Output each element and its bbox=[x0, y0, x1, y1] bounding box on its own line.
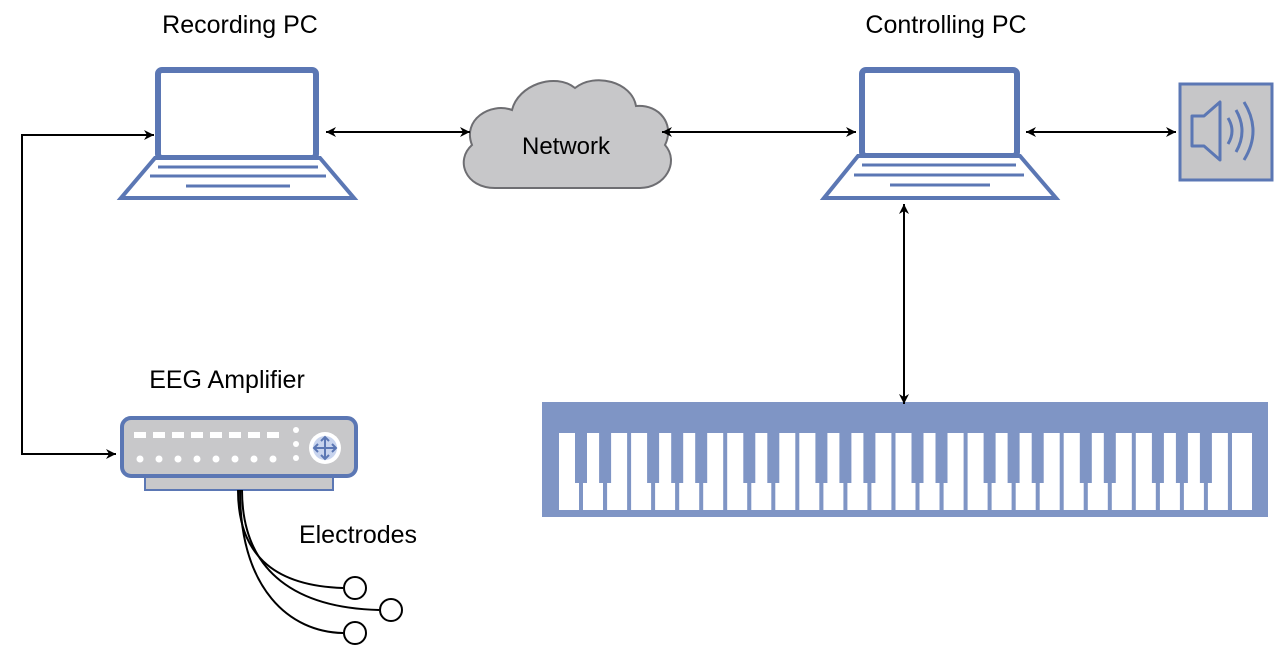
white-key bbox=[1063, 433, 1084, 510]
black-key bbox=[767, 433, 780, 483]
eeg-amplifier-icon bbox=[120, 416, 358, 491]
amplifier-port bbox=[210, 432, 222, 438]
controlling-pc-laptop-icon bbox=[819, 67, 1061, 200]
white-key bbox=[895, 433, 916, 510]
amplifier-port bbox=[134, 432, 146, 438]
white-key bbox=[727, 433, 748, 510]
amplifier-port bbox=[193, 455, 201, 463]
black-key bbox=[815, 433, 828, 483]
electrode-terminal bbox=[343, 576, 367, 600]
white-key bbox=[871, 433, 892, 510]
black-key bbox=[1007, 433, 1020, 483]
amplifier-port bbox=[153, 432, 165, 438]
black-key bbox=[743, 433, 756, 483]
white-key bbox=[631, 433, 652, 510]
amplifier-port bbox=[248, 432, 260, 438]
recording-pc-laptop-icon bbox=[116, 67, 359, 200]
amplifier-port bbox=[212, 455, 220, 463]
black-key bbox=[647, 433, 660, 483]
white-key bbox=[1207, 433, 1228, 510]
eeg-amplifier-label: EEG Amplifier bbox=[149, 366, 305, 394]
black-key bbox=[671, 433, 684, 483]
black-key bbox=[935, 433, 948, 483]
speaker-icon bbox=[1178, 82, 1274, 182]
white-key bbox=[943, 433, 964, 510]
white-key bbox=[1135, 433, 1156, 510]
black-key bbox=[983, 433, 996, 483]
white-key bbox=[607, 433, 628, 510]
connectors bbox=[21, 127, 1176, 459]
white-key bbox=[559, 433, 579, 510]
amplifier-port bbox=[191, 432, 203, 438]
white-key bbox=[1039, 433, 1060, 510]
electrodes-icon bbox=[237, 489, 403, 645]
white-key bbox=[1111, 433, 1132, 510]
black-key bbox=[599, 433, 612, 483]
amplifier-port bbox=[172, 432, 184, 438]
piano-keyboard-icon bbox=[542, 402, 1268, 517]
black-key bbox=[1031, 433, 1044, 483]
white-key bbox=[799, 433, 820, 510]
amplifier-port bbox=[155, 455, 163, 463]
amplifier-port bbox=[250, 455, 258, 463]
amplifier-port bbox=[269, 455, 277, 463]
white-key bbox=[1015, 433, 1036, 510]
black-key bbox=[839, 433, 852, 483]
black-key bbox=[911, 433, 924, 483]
amplifier-port bbox=[267, 432, 279, 438]
white-key bbox=[919, 433, 940, 510]
network-label: Network bbox=[522, 133, 611, 160]
white-key bbox=[991, 433, 1012, 510]
network-cloud-icon: Network bbox=[462, 79, 672, 189]
amplifier-port bbox=[229, 432, 241, 438]
black-key bbox=[575, 433, 587, 483]
amplifier-ports bbox=[134, 432, 279, 463]
black-key bbox=[1151, 433, 1164, 483]
piano-keys bbox=[559, 433, 1252, 510]
amplifier-port bbox=[136, 455, 144, 463]
white-key bbox=[775, 433, 796, 510]
black-key bbox=[1199, 433, 1212, 483]
white-key bbox=[751, 433, 772, 510]
white-key bbox=[1232, 433, 1252, 510]
electrode-terminal bbox=[379, 598, 403, 622]
white-key bbox=[1087, 433, 1108, 510]
black-key bbox=[695, 433, 708, 483]
black-key bbox=[863, 433, 876, 483]
controlling-pc-label: Controlling PC bbox=[865, 11, 1026, 39]
black-key bbox=[1079, 433, 1092, 483]
amplifier-port bbox=[174, 455, 182, 463]
white-key bbox=[967, 433, 988, 510]
amplifier-port bbox=[231, 455, 239, 463]
white-key bbox=[823, 433, 844, 510]
recording-pc-label: Recording PC bbox=[162, 11, 318, 39]
white-key bbox=[583, 433, 603, 510]
electrodes-label: Electrodes bbox=[299, 521, 417, 549]
white-key bbox=[655, 433, 676, 510]
black-key bbox=[1175, 433, 1188, 483]
connector-amplifier-recording bbox=[21, 130, 154, 459]
white-key bbox=[1159, 433, 1180, 510]
white-key bbox=[679, 433, 700, 510]
black-key bbox=[1103, 433, 1116, 483]
electrode-terminal bbox=[343, 621, 367, 645]
white-key bbox=[847, 433, 868, 510]
white-key bbox=[1183, 433, 1204, 510]
white-key bbox=[703, 433, 724, 510]
